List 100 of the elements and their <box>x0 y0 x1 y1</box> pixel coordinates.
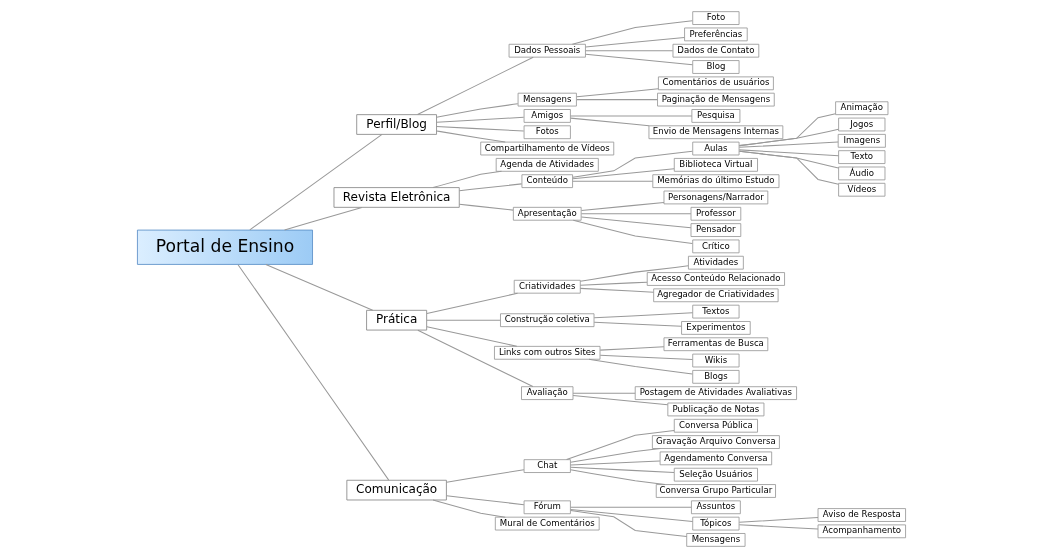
node-box: Memórias do último Estudo <box>652 174 780 189</box>
connector <box>580 201 665 212</box>
node-box: Postagem de Atividades Avaliativas <box>634 386 797 400</box>
node-box: Acompanhamento <box>817 524 906 539</box>
node-box: Perfil/Blog <box>356 114 437 135</box>
node-box: Atividades <box>688 255 744 270</box>
connector <box>580 216 692 229</box>
connector <box>585 53 694 66</box>
node-box: Acesso Conteúdo Relacionado <box>646 272 785 286</box>
connector <box>576 99 658 101</box>
connector <box>436 116 525 123</box>
connector <box>599 354 694 360</box>
node-box: Experimentos <box>681 321 751 335</box>
connector <box>572 168 675 180</box>
node-box: Mensagens <box>686 533 746 547</box>
connector <box>738 150 839 169</box>
node-box: Professor <box>690 206 742 221</box>
node-box: Avaliação <box>521 386 574 400</box>
connector <box>570 466 675 474</box>
node-box: Mural de Comentários <box>494 516 600 531</box>
connector <box>432 499 506 518</box>
node-box: Assuntos <box>691 500 741 515</box>
connector <box>446 469 525 483</box>
node-box: Conteúdo <box>521 174 573 189</box>
connector <box>436 103 519 118</box>
connector <box>579 287 655 293</box>
connector <box>417 56 534 116</box>
connector <box>599 346 665 351</box>
node-box: Blog <box>692 60 740 74</box>
connector <box>579 265 689 282</box>
connector <box>576 88 659 98</box>
node-box: Envio de Mensagens Internas <box>648 125 784 140</box>
node-box: Seleção Usuários <box>673 467 758 482</box>
node-box: Ferramentas de Busca <box>663 337 769 352</box>
node-box: Textos <box>692 304 740 319</box>
node-box: Biblioteca Virtual <box>673 158 758 172</box>
node-box: Prática <box>366 309 428 331</box>
connector <box>572 150 693 178</box>
connector <box>436 130 506 143</box>
node-box: Fotos <box>523 125 571 140</box>
node-box: Amigos <box>523 109 571 123</box>
node-box: Chat <box>523 459 571 473</box>
node-box: Agregador de Criatividades <box>653 288 779 303</box>
connector <box>446 495 525 506</box>
node-box: Revista Eletrônica <box>333 187 460 208</box>
connector <box>585 50 674 52</box>
node-box: Foto <box>692 11 740 25</box>
connector <box>593 321 682 327</box>
node-box: Pesquisa <box>691 109 741 123</box>
node-box: Áudio <box>838 166 886 181</box>
node-box: Publicação de Notas <box>667 402 765 417</box>
connector <box>566 430 675 461</box>
connector <box>738 149 840 157</box>
node-box: Aviso de Resposta <box>817 508 906 522</box>
connector <box>570 506 692 508</box>
connector <box>570 510 688 538</box>
node-box: Preferências <box>684 27 748 42</box>
connector <box>571 20 693 45</box>
node-box: Tópicos <box>692 516 740 531</box>
connector <box>738 141 839 148</box>
connector <box>570 460 661 466</box>
connector <box>237 264 390 481</box>
connector <box>426 319 501 321</box>
connector <box>580 213 692 215</box>
node-box: Crítico <box>692 239 740 254</box>
connector <box>426 326 518 347</box>
node-box: Links com outros Sites <box>494 345 601 360</box>
connector <box>426 292 519 315</box>
node-box: Apresentação <box>512 206 582 221</box>
connector <box>570 117 650 127</box>
connector <box>572 395 669 406</box>
connector <box>738 517 819 523</box>
node-box: Personagens/Narrador <box>663 190 769 205</box>
connector <box>588 358 693 375</box>
node-box: Conversa Pública <box>673 418 758 433</box>
node-box: Mensagens <box>517 92 577 107</box>
connector <box>572 180 654 182</box>
node-box: Compartilhamento de Vídeos <box>480 141 615 156</box>
node-box: Imagens <box>837 133 886 148</box>
connector <box>249 133 383 231</box>
node-box: Aulas <box>692 141 740 156</box>
connector <box>570 469 666 486</box>
connector <box>570 448 661 463</box>
node-box: Gravação Arquivo Conversa <box>651 435 780 449</box>
node-box: Construção coletiva <box>500 313 595 328</box>
connector <box>738 150 839 185</box>
node-box: Animação <box>835 101 889 116</box>
node-box: Dados de Contato <box>672 43 760 58</box>
node-box: Comunicação <box>346 479 447 501</box>
node-box: Dados Pessoais <box>508 43 586 58</box>
connector <box>436 126 525 132</box>
node-box: Conversa Grupo Particular <box>655 484 776 498</box>
connector <box>579 281 648 286</box>
connector <box>265 263 374 311</box>
node-box: Wikis <box>692 353 740 368</box>
connector <box>284 206 363 231</box>
connector <box>572 219 693 244</box>
node-box: Criatividades <box>513 279 581 294</box>
node-box: Paginação de Mensagens <box>657 92 775 107</box>
node-box: Vídeos <box>838 182 886 197</box>
